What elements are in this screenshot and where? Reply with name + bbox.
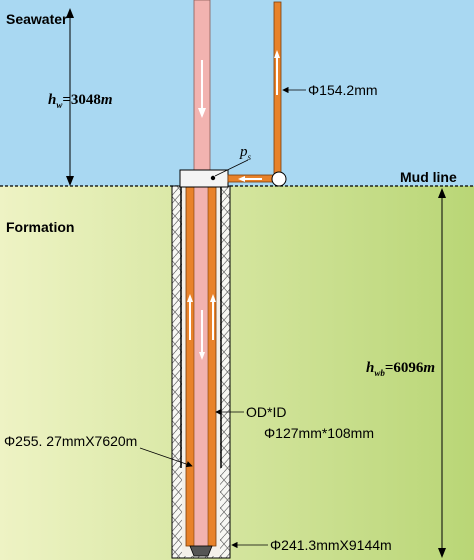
- choke-line-label: Φ154.2mm: [308, 82, 378, 98]
- drill-bit: [189, 545, 213, 557]
- hwb-dimension: [438, 188, 446, 558]
- choke-valve: [271, 171, 287, 187]
- hwb-label: hwb=6096m: [366, 360, 435, 378]
- mud-line-label: Mud line: [400, 169, 457, 185]
- flow-arrows: [187, 50, 280, 360]
- drill-pipe-inner: [193, 185, 209, 547]
- hole-label: Φ241.3mmX9144m: [270, 537, 392, 553]
- bop-stack: [179, 169, 229, 188]
- ps-label: ps: [239, 144, 252, 162]
- seawater-label: Seawater: [6, 11, 68, 27]
- ps-point: [210, 175, 216, 181]
- casing-leader: [139, 447, 193, 468]
- pipe-od-id-label: OD*ID: [246, 404, 286, 420]
- hw-label: hw=3048m: [48, 92, 113, 110]
- formation-label: Formation: [6, 219, 74, 235]
- hw-dimension: [66, 8, 74, 186]
- formation-region: [0, 186, 474, 560]
- seawater-region: [0, 0, 474, 186]
- ps-leader: [214, 159, 249, 177]
- casing-label: Φ255. 27mmX7620m: [4, 433, 137, 449]
- pipe-size-label: Φ127mm*108mm: [264, 425, 374, 441]
